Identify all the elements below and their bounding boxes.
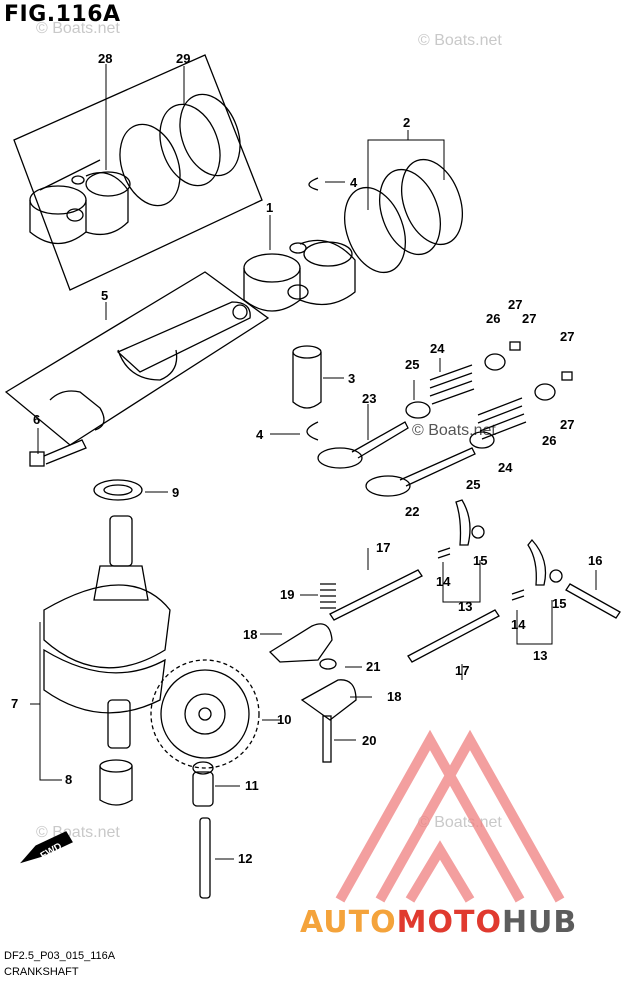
callout-23: 23 xyxy=(362,391,377,406)
callout-12: 12 xyxy=(238,851,253,866)
spring-14-b xyxy=(511,589,525,601)
callout-22: 22 xyxy=(405,504,420,519)
callout-26: 26 xyxy=(542,433,557,448)
callout-18: 18 xyxy=(387,689,402,704)
push-rod-17-top xyxy=(329,569,423,621)
valve-23 xyxy=(317,421,409,469)
nut-15-b xyxy=(549,569,563,583)
callout-27: 27 xyxy=(560,417,575,432)
cotter-27-a xyxy=(509,341,521,351)
pin-20 xyxy=(322,715,332,763)
callout-14: 14 xyxy=(436,574,451,589)
valve-spring-24-top xyxy=(429,364,475,405)
callout-9: 9 xyxy=(172,485,180,500)
piston-1 xyxy=(243,239,356,312)
figure-code: DF2.5_P03_015_116A xyxy=(4,950,116,962)
callout-6: 6 xyxy=(33,412,41,427)
retainer-25-bottom xyxy=(469,431,495,449)
valve-22 xyxy=(365,447,476,497)
callout-29: 29 xyxy=(176,51,191,66)
rocker-arm-13-lower xyxy=(527,538,547,586)
washer-9 xyxy=(93,479,143,501)
figure-title: FIG.116A xyxy=(4,2,121,27)
callout-25: 25 xyxy=(405,357,420,372)
watermark: © Boats.net xyxy=(418,32,502,49)
callout-4: 4 xyxy=(256,427,264,442)
callout-13: 13 xyxy=(458,599,473,614)
rod-16 xyxy=(565,583,621,619)
brand-moto: MOTO xyxy=(396,905,502,940)
callout-3: 3 xyxy=(348,371,356,386)
callout-24: 24 xyxy=(430,341,445,356)
valve-cap-26-top xyxy=(484,353,506,371)
rod-12 xyxy=(199,817,211,899)
piston-kit-box xyxy=(13,54,263,291)
callout-27: 27 xyxy=(522,311,537,326)
watermark: © Boats.net xyxy=(36,20,120,37)
push-rod-17-bottom xyxy=(407,609,500,663)
callout-17: 17 xyxy=(455,663,470,678)
brand-auto: AUTO xyxy=(300,905,397,940)
pump-drive-11 xyxy=(192,761,214,807)
valve-cap-26-bottom xyxy=(534,383,556,401)
callout-27: 27 xyxy=(560,329,575,344)
leader-lines xyxy=(30,64,597,860)
fwd-arrow-icon xyxy=(20,831,73,864)
spring-19 xyxy=(320,583,336,609)
callout-19: 19 xyxy=(280,587,295,602)
watermark: © Boats.net xyxy=(412,422,496,439)
callout-21: 21 xyxy=(366,659,381,674)
washer-21 xyxy=(319,658,337,670)
callout-28: 28 xyxy=(98,51,113,66)
piston-pin-3 xyxy=(292,345,322,409)
connecting-rod-5 xyxy=(49,301,251,431)
callout-18: 18 xyxy=(243,627,258,642)
callout-20: 20 xyxy=(362,733,377,748)
callout-17: 17 xyxy=(376,540,391,555)
circlip-4-top xyxy=(308,177,319,191)
brand-hub: HUB xyxy=(501,905,578,940)
callout-15: 15 xyxy=(552,596,567,611)
callout-13: 13 xyxy=(533,648,548,663)
callout-27: 27 xyxy=(508,297,523,312)
callout-26: 26 xyxy=(486,311,501,326)
cotter-27-b xyxy=(561,371,573,381)
callout-7: 7 xyxy=(11,696,19,711)
piston-rings-2 xyxy=(344,158,463,274)
spring-14-a xyxy=(437,547,451,559)
valve-spring-24-bottom xyxy=(477,397,527,440)
piston-rings-29 xyxy=(119,93,241,207)
section-name: CRANKSHAFT xyxy=(4,966,79,978)
bolt-6 xyxy=(29,439,87,467)
callout-5: 5 xyxy=(101,288,109,303)
callout-11: 11 xyxy=(245,778,259,793)
callout-16: 16 xyxy=(588,553,603,568)
retainer-25-top xyxy=(405,401,431,419)
callout-2: 2 xyxy=(403,115,411,130)
callout-24: 24 xyxy=(498,460,513,475)
rocker-arm-13-upper xyxy=(455,499,471,546)
callout-8: 8 xyxy=(65,772,73,787)
circlip-4-bottom xyxy=(306,421,319,441)
automotohub-logo-icon xyxy=(335,729,565,903)
bushing-8 xyxy=(99,759,133,806)
cam-gear-10 xyxy=(150,659,260,769)
callout-10: 10 xyxy=(277,712,292,727)
callout-4: 4 xyxy=(350,175,358,190)
callout-1: 1 xyxy=(266,200,274,215)
crankshaft-7 xyxy=(43,515,171,749)
callout-14: 14 xyxy=(511,617,526,632)
conrod-box xyxy=(4,271,270,446)
nut-15-a xyxy=(471,525,485,539)
callout-25: 25 xyxy=(466,477,481,492)
rocker-18-right xyxy=(300,679,357,721)
piston-28 xyxy=(29,159,131,245)
callout-15: 15 xyxy=(473,553,488,568)
rocker-18-left xyxy=(268,623,333,663)
automotohub-brand: AUTOMOTOHUB xyxy=(300,905,577,940)
